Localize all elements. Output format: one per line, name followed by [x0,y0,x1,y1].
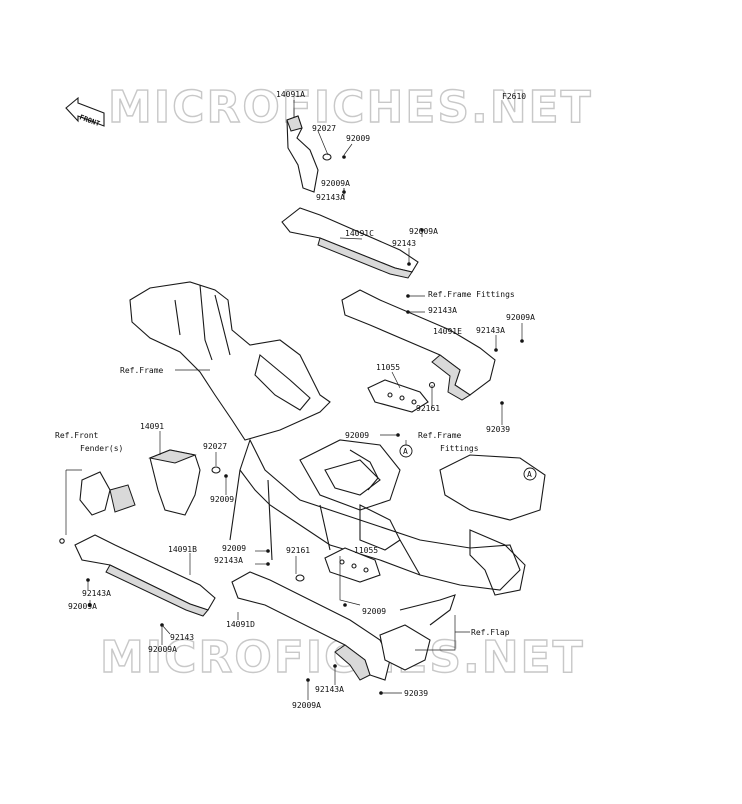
label-92143A-6: 92143A [315,685,344,694]
vehicle-frame [129,281,546,596]
label-92161-1: 92161 [416,404,440,413]
front-arrow-icon: FRONT [65,96,105,128]
part-14091B-cover[interactable] [74,534,216,617]
label-92027-top: 92027 [312,124,336,133]
label-92143-2: 92143 [170,633,194,642]
label-ref-front-a: Ref.Front [55,431,99,440]
label-ref-front-b: Fender(s) [80,444,123,453]
part-14091E-cover[interactable] [341,289,496,401]
label-11055-1: 11055 [376,363,400,372]
label-92009A-4: 92009A [68,602,97,611]
label-92143A-2: 92143A [428,306,457,315]
label-92009-2: 92009 [345,431,369,440]
part-labels: 14091A 92027 92009 92009A 92143A 14091C … [55,90,535,710]
part-14091D-cover[interactable] [231,571,391,681]
label-92143A-3: 92143A [476,326,505,335]
label-92009-3: 92009 [210,495,234,504]
label-92009A-2: 92009A [409,227,438,236]
leader-lines [65,100,523,700]
svg-text:A: A [403,447,408,456]
label-ref-frame-fittings-1: Ref.Frame Fittings [428,290,515,299]
part-14091C-cover[interactable] [281,207,419,279]
label-14091C: 14091C [345,229,374,238]
label-92009A-1: 92009A [321,179,350,188]
label-ref-flap: Ref.Flap [471,628,510,637]
label-14091E: 14091E [433,327,462,336]
flap-ref [379,594,456,671]
label-92161-2: 92161 [286,546,310,555]
label-92143A-1: 92143A [316,193,345,202]
label-14091: 14091 [140,422,164,431]
label-92009A-5: 92009A [148,645,177,654]
label-92009A-6: 92009A [292,701,321,710]
svg-text:A: A [527,470,532,479]
label-ref-frame-fittings-2a: Ref.Frame [418,431,462,440]
figure-code: F2610 [502,92,526,101]
label-14091D: 14091D [226,620,255,629]
label-92039-1: 92039 [486,425,510,434]
label-11055-2: 11055 [354,546,378,555]
label-14091B: 14091B [168,545,197,554]
label-92009-top: 92009 [346,134,370,143]
label-92027-2: 92027 [203,442,227,451]
label-ref-frame: Ref.Frame [120,366,164,375]
part-14091A-bracket[interactable] [286,115,319,193]
label-92143A-4: 92143A [214,556,243,565]
label-92143A-5: 92143A [82,589,111,598]
front-fender-ref [79,471,136,516]
part-11055-bracket-upper[interactable] [367,379,429,413]
label-ref-frame-fittings-2b: Fittings [440,444,479,453]
watermark-top: MICROFICHES.NET [108,82,593,133]
part-11055-bracket-lower[interactable] [324,547,381,583]
label-92009-4: 92009 [222,544,246,553]
marker-a-left: A [399,444,413,458]
part-14091-guard[interactable] [148,449,201,516]
label-92143-1: 92143 [392,239,416,248]
label-92009-5: 92009 [362,607,386,616]
marker-a-right: A [523,467,537,481]
label-92039-2: 92039 [404,689,428,698]
label-92009A-3: 92009A [506,313,535,322]
label-14091A: 14091A [276,90,305,99]
